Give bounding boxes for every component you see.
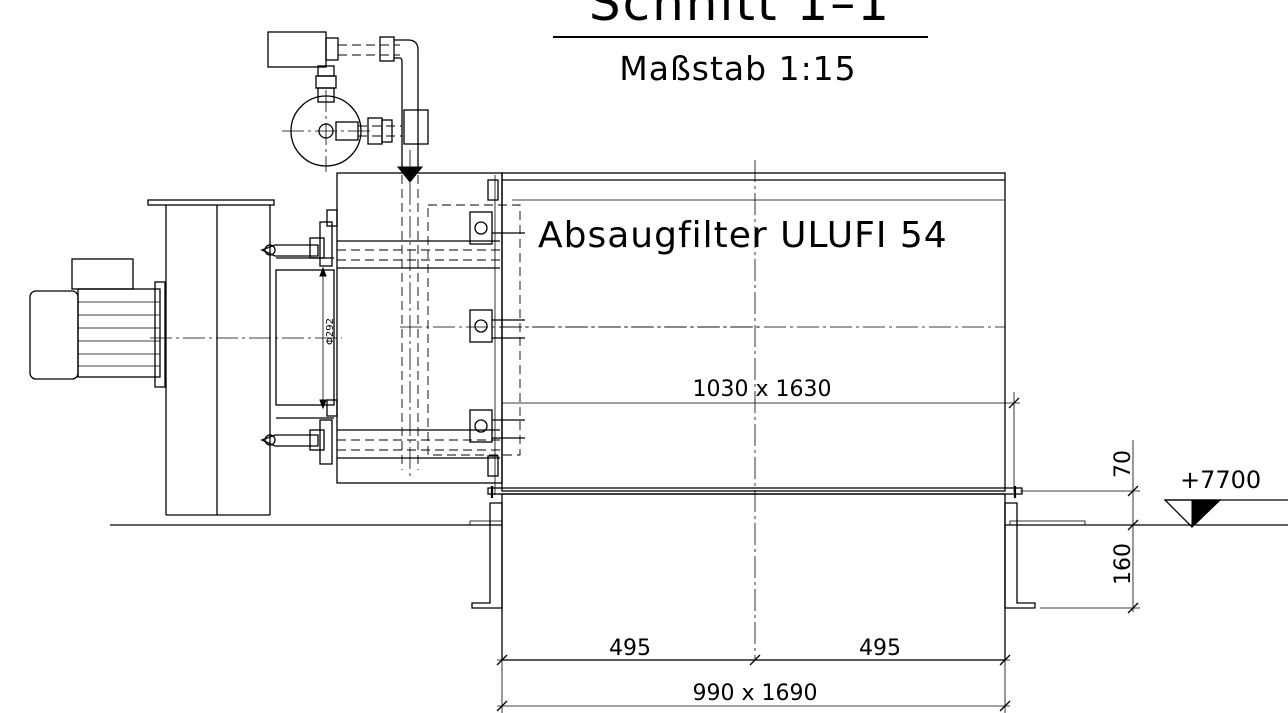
diameter-label: Φ292 — [325, 318, 336, 345]
dimension-vert-bottom: 160 — [1111, 543, 1136, 585]
dimension-lower-label: 990 x 1690 — [693, 681, 818, 706]
clamp-handle-bottom — [260, 419, 333, 465]
elevation-label: +7700 — [1180, 466, 1261, 494]
lower-support — [471, 493, 1036, 661]
dimension-vertical: 70 160 — [1020, 440, 1140, 614]
dimension-half-left: 495 — [609, 636, 651, 661]
fan-housing: Φ292 — [147, 199, 342, 516]
title-block: Schnitt 1–1 Maßstab 1:15 — [553, 0, 928, 88]
elevation-marker: +7700 — [1163, 466, 1288, 529]
dimension-vert-top: 70 — [1111, 450, 1136, 478]
scale-label: Maßstab 1:15 — [619, 49, 856, 88]
filter-name: Absaugfilter ULUFI 54 — [538, 215, 948, 256]
motor — [29, 258, 166, 388]
clamp-handle-top — [260, 221, 333, 267]
dimension-half-right: 495 — [859, 636, 901, 661]
dimension-halves: 495 495 — [496, 636, 1011, 713]
dimension-upper: 1030 x 1630 — [502, 377, 1020, 492]
dimension-upper-label: 1030 x 1630 — [693, 377, 832, 402]
cleaning-unit — [326, 150, 760, 495]
dimension-lower: 990 x 1690 — [496, 681, 1011, 712]
section-title: Schnitt 1–1 — [589, 0, 891, 32]
floor-lines — [110, 520, 1288, 526]
valve-assembly — [267, 31, 429, 183]
